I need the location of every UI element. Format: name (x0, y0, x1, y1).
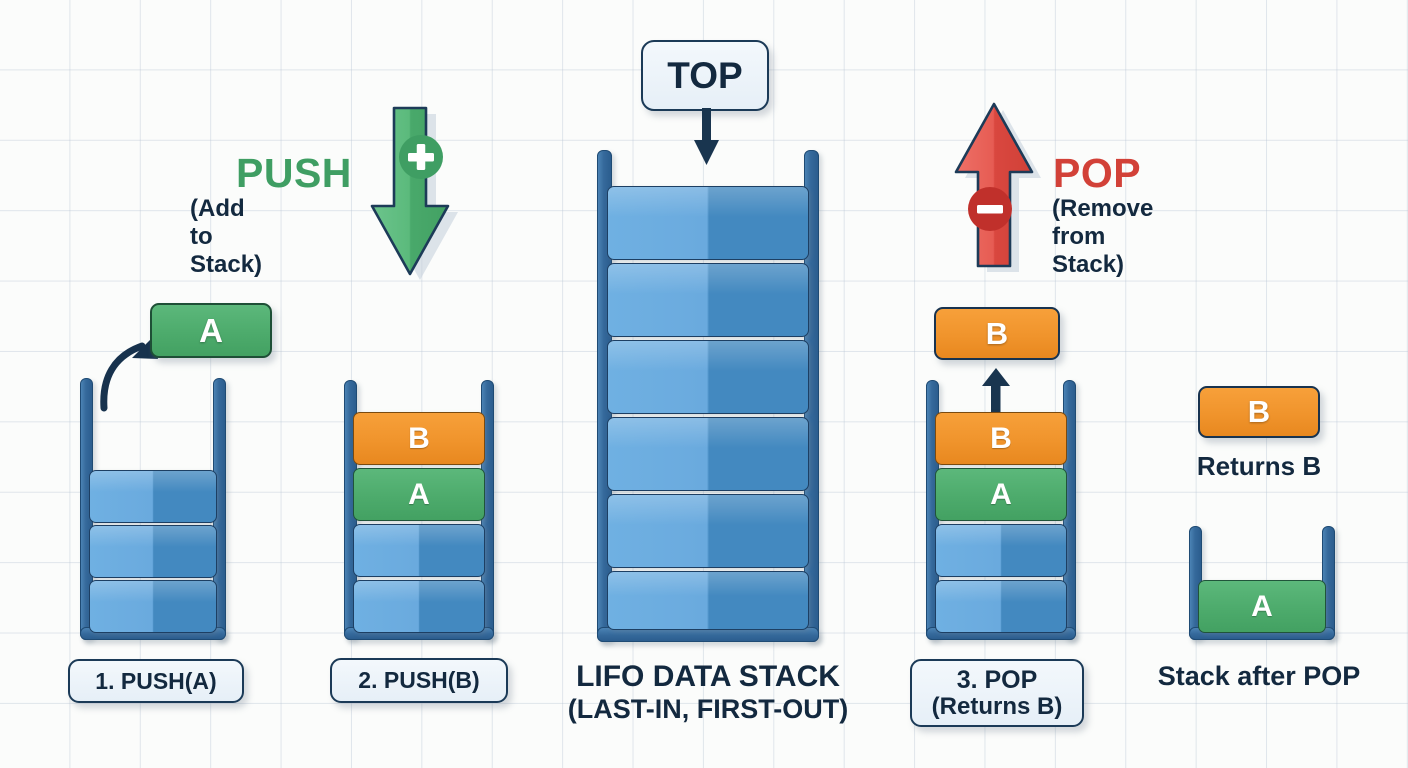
returns-note-text: Returns B (1196, 451, 1322, 481)
stack-cell-a[interactable]: A (353, 468, 485, 521)
stack-cell-a[interactable]: A (935, 468, 1067, 521)
caption-main: LIFO DATA STACK (576, 660, 840, 693)
pop-exit-arrow-icon (979, 368, 1013, 412)
caption-push-a: 1. PUSH(A) (68, 659, 244, 703)
block-label: A (199, 311, 223, 349)
push-subtitle: (Add to Stack) (190, 195, 263, 278)
pop-subtitle: (Remove from Stack) (1052, 195, 1154, 278)
stack-cell[interactable] (89, 580, 217, 633)
stack-container-push-a (80, 378, 226, 640)
cell-label: A (1251, 589, 1273, 623)
block-label: B (1247, 394, 1271, 429)
push-title: PUSH (236, 150, 352, 196)
caption-pop: 3. POP (Returns B) (910, 659, 1084, 727)
pop-arrow-icon (950, 100, 1060, 272)
cell-label: A (990, 477, 1012, 511)
block-label: B (985, 315, 1009, 351)
caption-lifo-main: LIFO DATA STACK (LAST-IN, FIRST-OUT) (500, 660, 916, 724)
stack-cell-a[interactable]: A (1198, 580, 1326, 633)
plus-icon (398, 134, 444, 180)
caption-main: Stack after POP (1157, 661, 1361, 691)
stack-cell[interactable] (607, 571, 809, 630)
minus-icon (967, 186, 1013, 232)
cell-label: B (408, 421, 430, 455)
stack-cell-b[interactable]: B (935, 412, 1067, 465)
returns-note: Returns B (1159, 451, 1359, 481)
top-label-text: TOP (667, 54, 743, 96)
stack-cell[interactable] (353, 580, 485, 633)
push-arrow-icon (364, 102, 486, 280)
stack-cell[interactable] (607, 340, 809, 414)
cell-label: B (990, 421, 1012, 455)
stack-container-lifo (597, 150, 819, 642)
stack-cell[interactable] (353, 524, 485, 577)
stack-cell[interactable] (607, 494, 809, 568)
caption-main: 2. PUSH(B) (358, 667, 480, 694)
stack-container-push-b: B A (344, 380, 494, 640)
caption-main: 3. POP (956, 665, 1038, 694)
stack-container-pop: B A (926, 380, 1076, 640)
pop-title: POP (1053, 150, 1142, 196)
cell-label: A (408, 477, 430, 511)
popped-block-b[interactable]: B (934, 307, 1060, 360)
stack-cell[interactable] (935, 524, 1067, 577)
caption-push-b: 2. PUSH(B) (330, 658, 508, 703)
stack-cell[interactable] (89, 470, 217, 523)
caption-sub: (LAST-IN, FIRST-OUT) (567, 693, 849, 724)
stack-cell[interactable] (607, 186, 809, 260)
stack-cell[interactable] (89, 525, 217, 578)
floating-block-a[interactable]: A (150, 303, 272, 358)
stack-cell[interactable] (607, 263, 809, 337)
stack-container-after-pop: A (1189, 526, 1335, 640)
stack-cell[interactable] (935, 580, 1067, 633)
caption-sub: (Returns B) (931, 692, 1063, 720)
stack-cell[interactable] (607, 417, 809, 491)
caption-main: 1. PUSH(A) (95, 667, 217, 694)
caption-after-pop: Stack after POP (1130, 661, 1388, 691)
stack-cell-b[interactable]: B (353, 412, 485, 465)
top-arrow-icon (692, 108, 722, 168)
top-label: TOP (641, 40, 769, 111)
returned-block-b[interactable]: B (1198, 386, 1320, 438)
